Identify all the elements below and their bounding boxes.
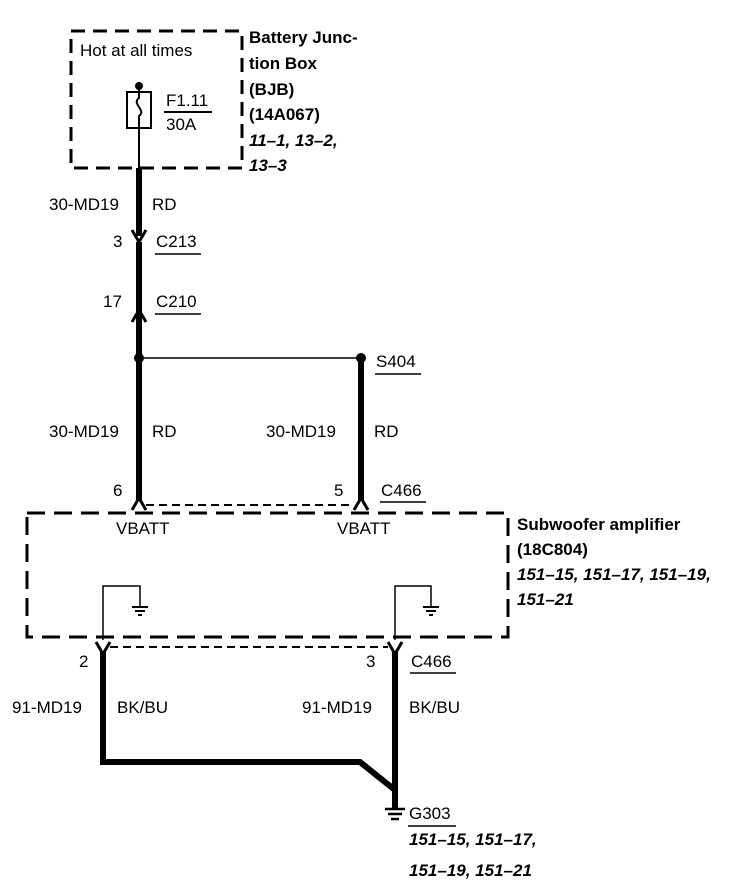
fuse-icon	[126, 82, 152, 132]
wire4-circuit: 91-MD19	[12, 698, 82, 717]
g303-ground-icon	[385, 807, 405, 821]
amp-title-1: Subwoofer amplifier	[517, 515, 681, 534]
wire2-circuit: 30-MD19	[49, 422, 119, 441]
amp-box	[25, 511, 510, 639]
splice-name: S404	[376, 352, 416, 371]
bjb-hot-label: Hot at all times	[80, 41, 192, 60]
bjb-ref-1: 11–1, 13–2,	[249, 131, 338, 150]
vbatt-right: VBATT	[337, 519, 391, 538]
c213-name: C213	[156, 232, 197, 251]
amp-ref-2: 151–21	[517, 590, 574, 609]
ground-name: G303	[409, 804, 451, 823]
wire5-circuit: 91-MD19	[302, 698, 372, 717]
c210-pin: 17	[103, 292, 122, 311]
c466-top-left-arrow-icon	[130, 495, 148, 511]
bjb-ref-2: 13–3	[249, 156, 287, 175]
amp-ref-1: 151–15, 151–17, 151–19,	[517, 565, 711, 584]
c466-top-pin-right: 5	[334, 481, 343, 500]
bjb-title-1: Battery Junc-	[249, 28, 358, 47]
wire3-circuit: 30-MD19	[266, 422, 336, 441]
amp-ground-right-icon	[394, 585, 439, 640]
c210-arrow-icon	[130, 307, 148, 323]
ground-ref-1: 151–15, 151–17,	[409, 830, 537, 849]
wire1-circuit: 30-MD19	[49, 195, 119, 214]
vbatt-left: VBATT	[116, 519, 170, 538]
wire4-color: BK/BU	[117, 698, 168, 717]
fuse-rating: 30A	[166, 115, 197, 134]
wire5-color: BK/BU	[409, 698, 460, 717]
wire3-color: RD	[374, 422, 399, 441]
bjb-title-4: (14A067)	[249, 105, 320, 124]
c466-bot-name: C466	[411, 652, 452, 671]
amp-ground-left-icon	[102, 585, 148, 640]
bjb-title-3: (BJB)	[249, 80, 294, 99]
wire-ground-left	[100, 652, 397, 793]
wire2-color: RD	[152, 422, 177, 441]
ground-ref-2: 151–19, 151–21	[409, 861, 532, 880]
amp-title-2: (18C804)	[517, 540, 588, 559]
c466-bot-pin-left: 2	[79, 652, 88, 671]
bjb-title-2: tion Box	[249, 54, 318, 73]
c213-pin: 3	[113, 232, 122, 251]
c466-top-pin-left: 6	[113, 481, 122, 500]
c466-top-right-arrow-icon	[352, 495, 370, 511]
c466-bot-pin-right: 3	[366, 652, 375, 671]
c466-top-name: C466	[381, 481, 422, 500]
wire1-color: RD	[152, 195, 177, 214]
fuse-id: F1.11	[166, 91, 208, 110]
c210-name: C210	[156, 292, 197, 311]
